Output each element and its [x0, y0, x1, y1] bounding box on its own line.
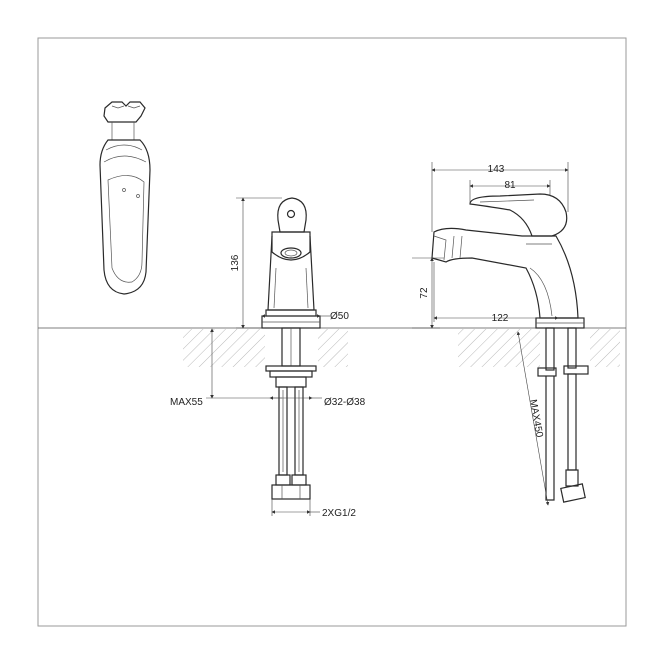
- top-view: [99, 101, 151, 295]
- dim-max-hose-label: MAX450: [527, 399, 545, 439]
- dim-72-label: 72: [419, 287, 430, 299]
- drawing-frame: [37, 37, 627, 627]
- dim-122-label: 122: [492, 313, 509, 324]
- dim-base-diameter-label: Ø50: [330, 311, 349, 322]
- dim-143-label: 143: [488, 164, 505, 175]
- dim-connection-label: 2XG1/2: [322, 508, 356, 519]
- dim-81-label: 81: [504, 180, 516, 191]
- front-view-dimensions: [206, 197, 330, 516]
- dim-136-label: 136: [230, 254, 241, 271]
- side-view-dimensions: [412, 162, 569, 506]
- front-view: [261, 197, 321, 500]
- dim-max-counter-label: MAX55: [170, 397, 203, 408]
- dim-hole-diameter-label: Ø32-Ø38: [324, 397, 366, 408]
